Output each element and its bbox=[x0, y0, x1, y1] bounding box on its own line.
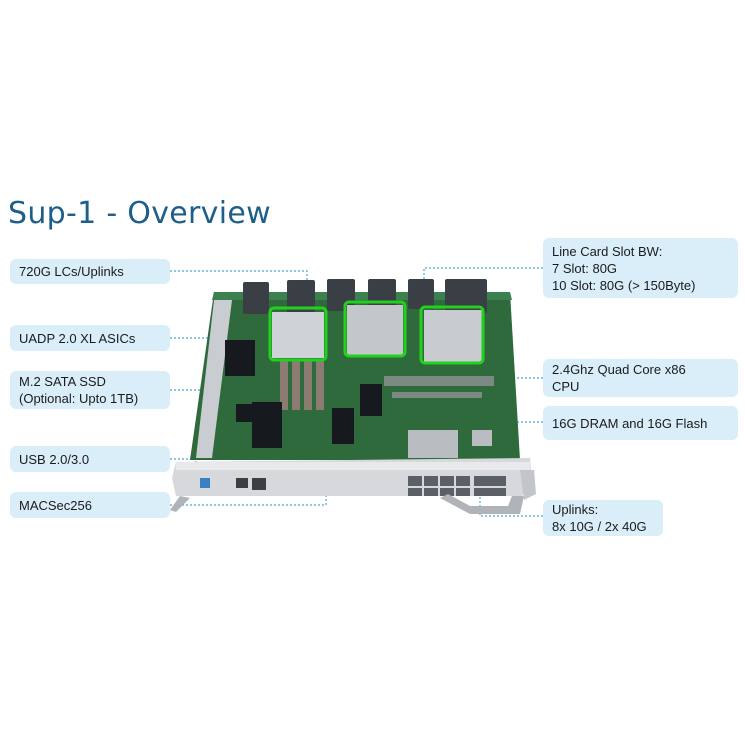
callout-cpu: 2.4Ghz Quad Core x86 CPU bbox=[543, 359, 738, 397]
asic-highlights bbox=[268, 300, 485, 365]
components bbox=[384, 376, 494, 458]
heatsinks bbox=[272, 305, 482, 410]
callout-ssd: M.2 SATA SSD (Optional: Upto 1TB) bbox=[10, 371, 170, 409]
callout-macsec: MACSec256 bbox=[10, 492, 170, 518]
callout-slot-bw: Line Card Slot BW: 7 Slot: 80G 10 Slot: … bbox=[543, 238, 738, 298]
leader-slot-bw bbox=[423, 267, 543, 282]
faceplate-ports bbox=[200, 476, 506, 496]
leader-lc-uplinks bbox=[170, 270, 308, 286]
callout-usb: USB 2.0/3.0 bbox=[10, 446, 170, 472]
backplane-connectors bbox=[243, 279, 487, 314]
page-title: Sup-1 - Overview bbox=[8, 196, 271, 231]
left-ejector bbox=[170, 496, 190, 512]
callout-lc-uplinks: 720G LCs/Uplinks bbox=[10, 259, 170, 284]
callout-dram: 16G DRAM and 16G Flash bbox=[543, 406, 738, 440]
left-bracket bbox=[196, 300, 232, 458]
right-ejector bbox=[440, 494, 524, 514]
callout-uadp-asics: UADP 2.0 XL ASICs bbox=[10, 325, 170, 351]
chips bbox=[225, 340, 382, 448]
right-latch bbox=[520, 470, 536, 500]
leader-uplinks bbox=[479, 494, 543, 517]
callout-uplinks: Uplinks: 8x 10G / 2x 40G bbox=[543, 500, 663, 536]
